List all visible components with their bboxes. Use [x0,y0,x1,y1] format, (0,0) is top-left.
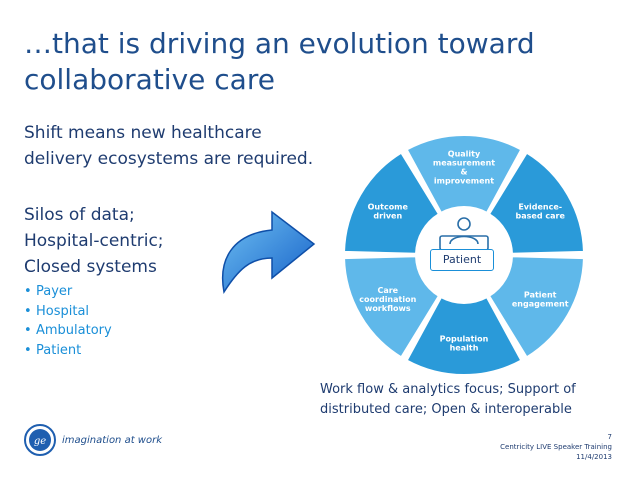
ge-logo-icon: ge [24,424,56,456]
title-line-1: …that is driving an evolution toward [24,27,535,60]
caption: Work flow & analytics focus; Support of … [320,380,620,420]
page-number: 7 [607,433,612,441]
cycle-segment [343,151,441,255]
silos-text: Silos of data; Hospital-centric; Closed … [24,202,164,280]
cycle-segment [405,134,523,215]
title-line-2: collaborative care [24,63,275,96]
silos-line-3: Closed systems [24,257,157,277]
subtitle: Shift means new healthcare delivery ecos… [24,120,313,172]
slide-title: …that is driving an evolution toward col… [24,26,584,98]
bullet-item: Patient [24,341,112,361]
subtitle-line-2: delivery ecosystems are required. [24,149,314,169]
caption-line-2: distributed care; Open & interoperable [320,402,572,417]
svg-text:ge: ge [34,436,46,447]
silos-line-2: Hospital-centric; [24,231,164,251]
bullet-item: Hospital [24,302,112,322]
bullet-item: Ambulatory [24,321,112,341]
slide-footer: 7 Centricity LIVE Speaker Training 11/4/… [500,432,612,462]
cycle-segment-label: Evidence-based care [516,203,566,221]
patient-label: Patient [430,249,494,271]
bullet-item: Payer [24,282,112,302]
footer-date: 11/4/2013 [576,453,612,461]
cycle-segment [487,151,585,255]
cycle-segment [487,255,585,359]
subtitle-line-1: Shift means new healthcare [24,123,262,143]
silos-line-1: Silos of data; [24,205,135,225]
cycle-segment [405,295,523,376]
silo-bullet-list: Payer Hospital Ambulatory Patient [24,282,112,360]
caption-line-1: Work flow & analytics focus; Support of [320,382,576,397]
event-name: Centricity LIVE Speaker Training [500,443,612,451]
curved-arrow-icon [221,210,316,295]
tagline: imagination at work [62,435,162,446]
cycle-segment [343,255,441,359]
